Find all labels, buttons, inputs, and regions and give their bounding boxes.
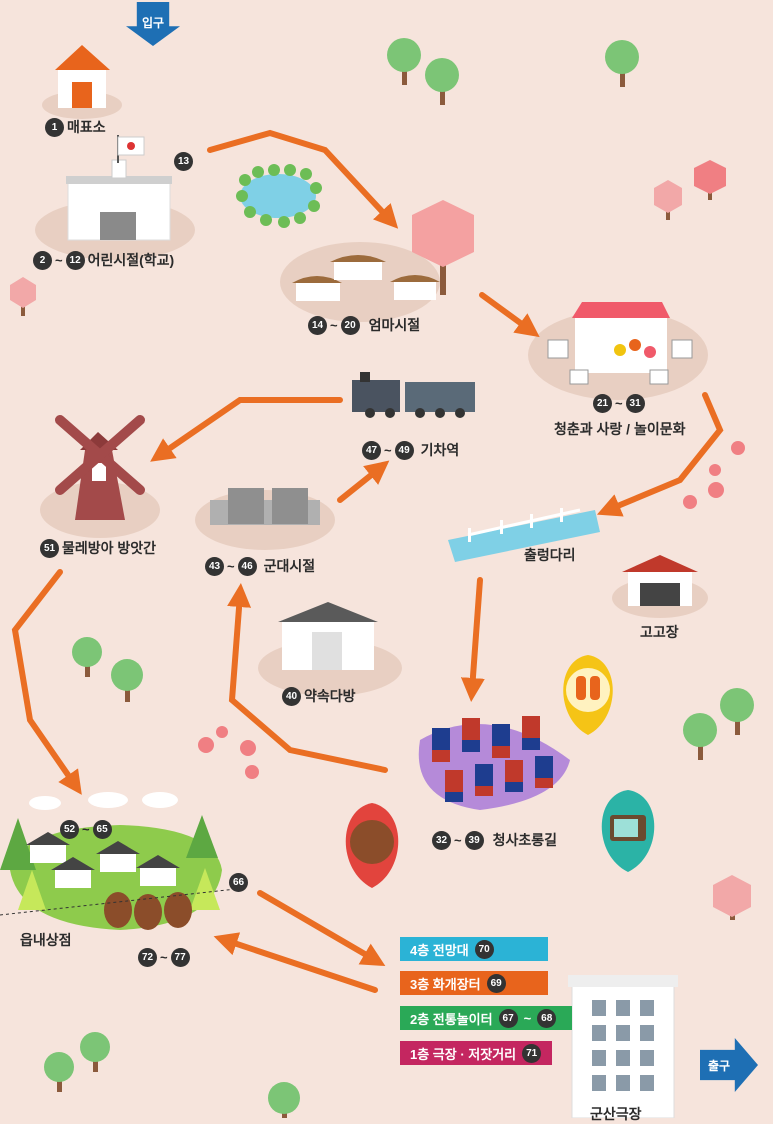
stop-number: 31: [625, 394, 645, 413]
place-name: 읍내상점: [20, 932, 72, 948]
stop-number: 67: [498, 1008, 518, 1028]
stop-number: 65: [92, 820, 112, 839]
place-name: 고고장: [640, 624, 679, 640]
gunsan-theater-label[interactable]: 군산극장: [590, 1104, 642, 1124]
place-name: 어린시절(학교): [87, 252, 175, 268]
stop-number: 47: [362, 440, 381, 460]
place-name: 청사초롱길: [492, 832, 557, 848]
ticket-office-label[interactable]: 1 매표소: [45, 117, 106, 137]
place-name: 매표소: [67, 119, 106, 135]
stop-number: 20: [340, 315, 360, 335]
stop-number: 70: [474, 939, 494, 959]
train-station-label[interactable]: 47~ 49 기차역: [362, 440, 459, 460]
floor-label: 1층 극장 · 저잣거리: [410, 1046, 517, 1062]
floor-label: 4층 전망대: [410, 942, 469, 958]
mom-era-label[interactable]: 14~ 20 엄마시절: [308, 315, 420, 335]
stop-number: 32: [432, 830, 451, 850]
place-name: 청춘과 사랑 / 놀이문화: [554, 421, 686, 437]
stop-number: 12: [65, 250, 85, 270]
stop-number: 39: [464, 830, 484, 850]
floor-2-ribbon[interactable]: 2층 전통놀이터 67~ 68: [400, 1006, 572, 1030]
stop-number: 14: [308, 315, 327, 335]
stop-number: 51: [40, 538, 59, 558]
place-name: 엄마시절: [368, 317, 421, 333]
place-name: 군산극장: [590, 1106, 642, 1122]
place-name: 물레방아 방앗간: [62, 540, 157, 556]
stop-number: 77: [170, 948, 190, 967]
stop-number: 69: [486, 973, 506, 993]
floor-label: 3층 화개장터: [410, 976, 481, 992]
floor-1-ribbon[interactable]: 1층 극장 · 저잣거리 71: [400, 1041, 552, 1065]
lantern-road-label[interactable]: 32~ 39 청사초롱길: [432, 830, 557, 850]
stop-number: 40: [282, 686, 301, 706]
bridge-label[interactable]: 출렁다리: [524, 545, 576, 565]
stop-number: 71: [522, 1043, 542, 1063]
school-flag-number[interactable]: 13: [174, 152, 193, 171]
entrance-label: 입구: [141, 16, 165, 30]
floor-label: 2층 전통놀이터: [410, 1011, 493, 1027]
stop-number: 68: [537, 1008, 557, 1028]
stop-number: 2: [33, 250, 52, 270]
floor-4-ribbon[interactable]: 4층 전망대 70: [400, 937, 548, 961]
stop-number: 52: [60, 820, 79, 839]
stop-number: 66: [229, 873, 248, 892]
stop-number: 21: [593, 394, 612, 413]
place-name: 기차역: [420, 442, 460, 458]
village-number-66[interactable]: 66: [229, 873, 248, 892]
stop-number: 49: [394, 440, 414, 460]
village-numbers-bottom[interactable]: 72~ 77: [138, 948, 190, 967]
stop-number: 13: [174, 152, 193, 171]
youth-label-numbers[interactable]: 21~ 31: [593, 394, 645, 413]
stop-number: 1: [45, 117, 64, 137]
youth-label[interactable]: 청춘과 사랑 / 놀이문화: [554, 419, 685, 439]
exit-label: 출구: [708, 1058, 731, 1073]
floor-3-ribbon[interactable]: 3층 화개장터 69: [400, 971, 548, 995]
stop-number: 43: [205, 556, 224, 576]
theater-label[interactable]: 고고장: [640, 622, 679, 642]
village-label[interactable]: 읍내상점: [20, 930, 72, 950]
stop-number: 72: [138, 948, 157, 967]
stop-number: 46: [237, 556, 257, 576]
army-label[interactable]: 43~ 46 군대시절: [205, 556, 315, 576]
village-numbers-top[interactable]: 52~ 65: [60, 820, 112, 839]
place-name: 출렁다리: [524, 547, 576, 563]
cafe-label[interactable]: 40 약속다방: [282, 686, 356, 706]
mill-label[interactable]: 51 물레방아 방앗간: [40, 538, 156, 558]
place-name: 약속다방: [304, 688, 356, 704]
school-label[interactable]: 2~ 12 어린시절(학교): [33, 250, 174, 270]
place-name: 군대시절: [263, 558, 316, 574]
